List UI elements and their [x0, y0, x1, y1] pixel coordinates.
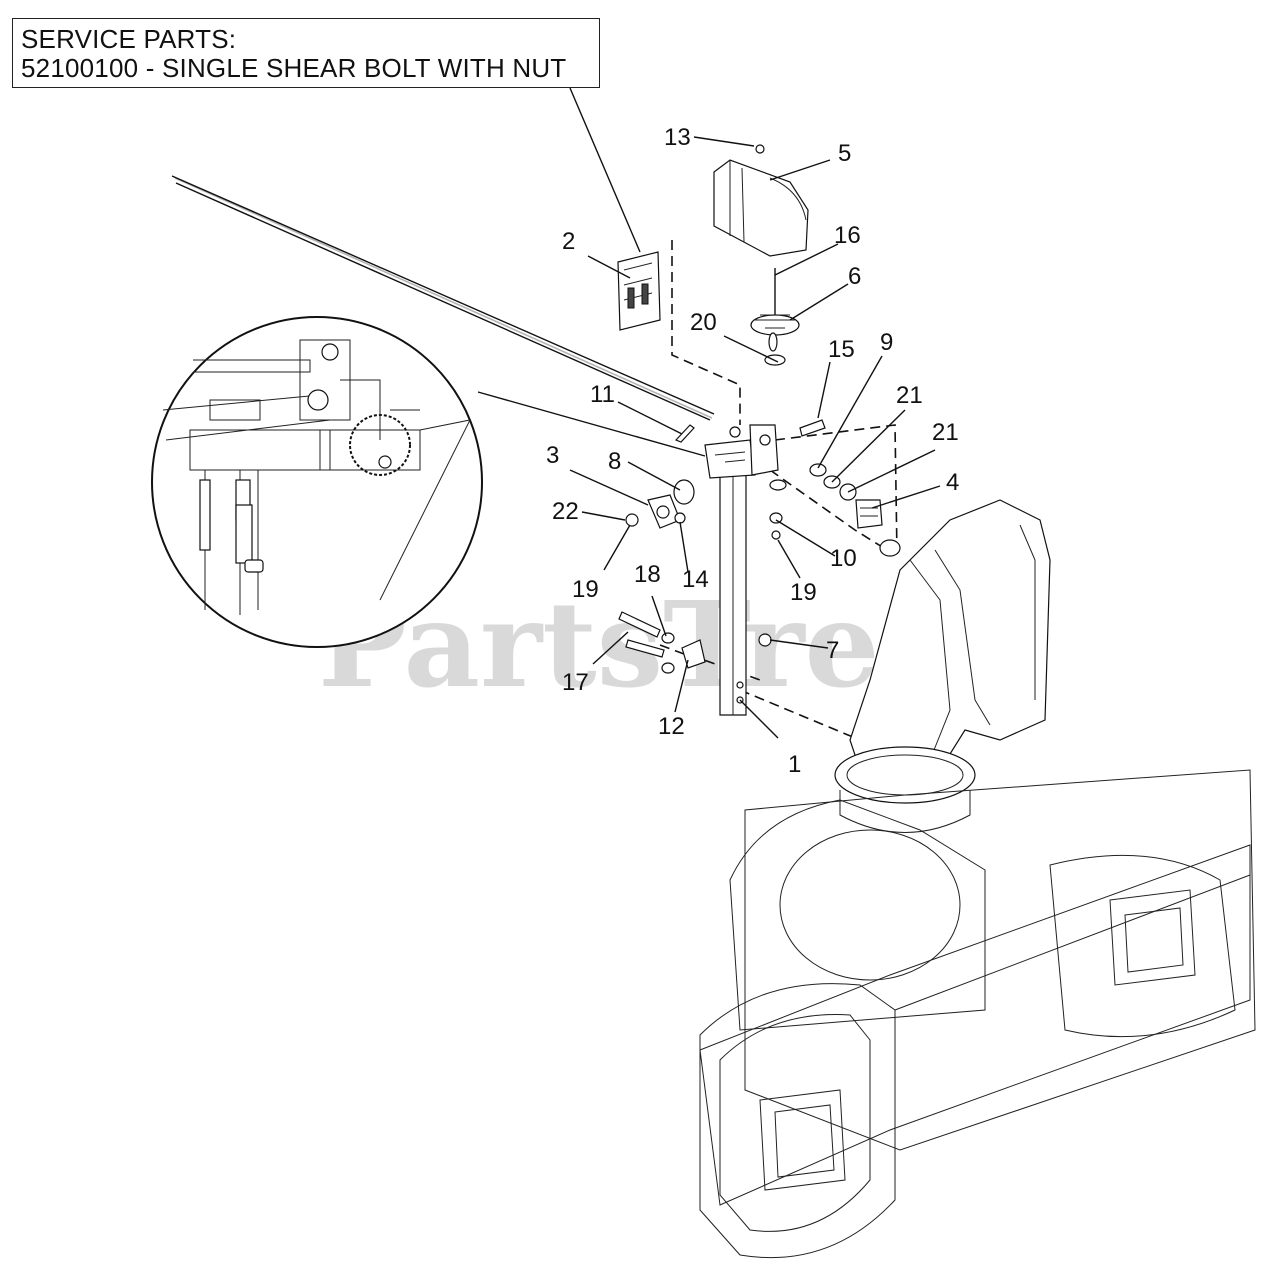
callout-11: 11	[590, 381, 615, 408]
part-5-chute-cover	[713, 144, 809, 257]
callout-22: 22	[552, 498, 579, 525]
bracket-head	[704, 424, 779, 479]
callout-9: 9	[880, 329, 893, 356]
callout-13: 13	[664, 124, 691, 151]
part-1-support-tube	[719, 469, 747, 716]
hardware-parts	[618, 419, 901, 674]
part-2-bracket	[617, 251, 661, 331]
callout-14: 14	[682, 566, 709, 593]
chute-control-rod	[171, 175, 715, 421]
callout-7: 7	[826, 637, 839, 664]
callout-17: 17	[562, 669, 589, 696]
callout-15: 15	[828, 336, 855, 363]
callout-2: 2	[562, 228, 575, 255]
leader-lines	[569, 136, 941, 739]
callout-8: 8	[608, 448, 621, 475]
callout-19-right: 19	[790, 579, 817, 606]
service-parts-item: 52100100 - SINGLE SHEAR BOLT WITH NUT	[21, 53, 567, 83]
callout-18: 18	[634, 561, 661, 588]
service-parts-box: SERVICE PARTS: 52100100 - SINGLE SHEAR B…	[12, 18, 600, 88]
auger-housing	[699, 769, 1256, 1259]
callout-3: 3	[546, 442, 559, 469]
callout-10: 10	[830, 545, 857, 572]
callout-1: 1	[788, 751, 801, 778]
callout-5: 5	[838, 140, 851, 167]
callout-21-lower: 21	[932, 419, 959, 446]
callout-12: 12	[658, 713, 685, 740]
callout-16: 16	[834, 222, 861, 249]
callout-20: 20	[690, 309, 717, 336]
callout-21-upper: 21	[896, 382, 923, 409]
service-parts-heading: SERVICE PARTS:	[21, 24, 237, 54]
detail-inset-circle	[151, 316, 706, 648]
service-box-leader	[569, 87, 641, 253]
callout-numbers: 13 5 2 16 6 20 15 9 21 21 4 11 8 3 22 19…	[546, 124, 959, 778]
discharge-chute	[834, 499, 1051, 833]
callout-4: 4	[946, 469, 959, 496]
callout-19-left: 19	[572, 576, 599, 603]
part-6-gear-assembly	[750, 268, 800, 366]
callout-6: 6	[848, 263, 861, 290]
